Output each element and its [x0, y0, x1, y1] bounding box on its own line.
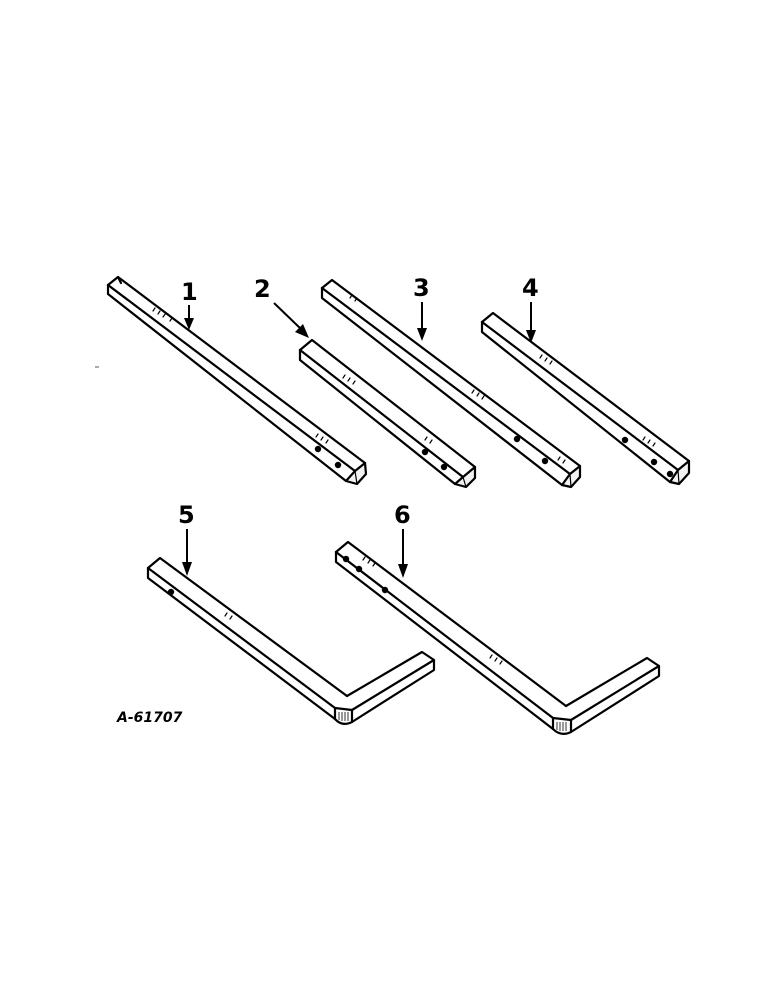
callout-4-number: 4: [522, 274, 539, 302]
part-5-l-bar: [146, 556, 436, 726]
callout-1: 1: [181, 278, 198, 330]
part-1-bar: [106, 275, 368, 486]
callout-2: 2: [254, 275, 309, 338]
part-3-hole: [513, 435, 521, 443]
part-5-hole: [167, 588, 175, 596]
part-6-hole: [342, 555, 350, 563]
callout-6-number: 6: [394, 501, 411, 529]
part-4-hole: [650, 458, 658, 466]
part-2-hole: [421, 448, 429, 456]
callout-4: 4: [522, 274, 539, 343]
part-1-hole: [334, 461, 342, 469]
part-6-hole: [355, 565, 363, 573]
figure-id: A-61707: [116, 710, 183, 726]
part-4-hole: [621, 436, 629, 444]
callout-2-number: 2: [254, 275, 271, 303]
part-6-hole: [381, 586, 389, 594]
part-1-hole: [314, 445, 322, 453]
part-4-bar: [480, 311, 691, 486]
callout-5: 5: [178, 501, 195, 576]
part-2-hole: [440, 463, 448, 471]
part-2-bar: [298, 338, 477, 489]
callout-6: 6: [394, 501, 411, 578]
callout-3: 3: [413, 274, 430, 341]
part-6-l-bar: [334, 540, 661, 736]
part-3-bar: [320, 278, 582, 489]
part-4-hole: [666, 470, 674, 478]
callout-1-number: 1: [181, 278, 198, 306]
callout-5-number: 5: [178, 501, 195, 529]
callout-3-number: 3: [413, 274, 430, 302]
part-3-hole: [541, 457, 549, 465]
